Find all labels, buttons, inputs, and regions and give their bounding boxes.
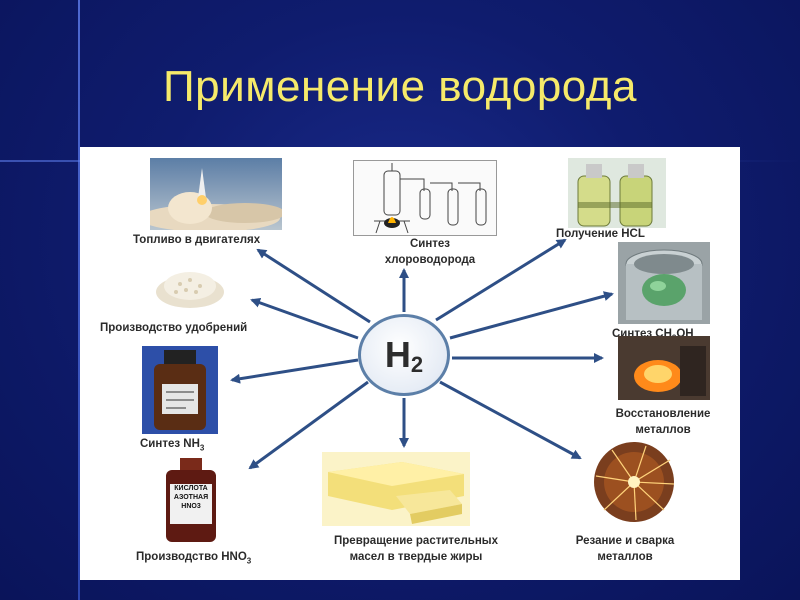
arrow-fertilizer	[250, 297, 359, 340]
label-metal-reduction-line2: металлов	[635, 424, 691, 436]
label-nh3-pre: Синтез NH	[140, 438, 200, 450]
arrow-hcl-get	[435, 238, 567, 322]
label-hcl-synth-line2: хлороводорода	[384, 254, 476, 266]
arrow-hno3	[248, 380, 369, 470]
label-cutting-line1: Резание и сварка	[575, 535, 675, 547]
methanol-tank-image	[618, 242, 710, 324]
butter-image	[322, 452, 470, 526]
arrow-fuel	[256, 248, 371, 324]
label-fat-line2: масел в твердые жиры	[349, 551, 483, 563]
fertilizer-image	[150, 256, 232, 312]
hydrogen-symbol: H	[384, 334, 411, 375]
label-fuel: Топливо в двигателях	[133, 234, 261, 246]
label-hno3-sub: 3	[246, 556, 252, 566]
arrow-nh3	[230, 358, 359, 384]
label-fertilizer: Производство удобрений	[100, 322, 248, 334]
label-metal-reduction-line1: Восстановление	[615, 408, 711, 420]
bottles-image	[568, 158, 666, 228]
welding-sparks-image	[584, 440, 684, 524]
arrow-ch3oh	[449, 291, 614, 340]
bottle-label-line1: КИСЛОТА	[174, 485, 208, 492]
label-nh3-sub: 3	[199, 443, 205, 453]
label-cutting-line2: металлов	[597, 551, 653, 563]
label-hcl-synth-line1: Синтез	[409, 238, 451, 250]
rocket-launch-image	[150, 158, 282, 230]
label-nh3: Синтез NH3	[140, 436, 204, 456]
label-hno3: Производство HNO3	[136, 549, 251, 569]
bottle-label: КИСЛОТА АЗОТНАЯ HNO3	[170, 484, 212, 511]
hydrogen-subscript: 2	[410, 352, 424, 377]
nitric-acid-bottle-image: КИСЛОТА АЗОТНАЯ HNO3	[158, 456, 224, 546]
decorative-vertical-line	[78, 0, 80, 600]
bottle-label-line2: АЗОТНАЯ	[173, 494, 209, 501]
furnace-image	[618, 336, 710, 400]
arrow-cutting	[439, 380, 582, 460]
label-fat-line1: Превращение растительных	[334, 535, 498, 547]
ammonia-bottle-image	[142, 346, 218, 434]
label-hcl-get: Получение HCL	[556, 228, 645, 240]
apparatus-image	[353, 160, 497, 236]
bottle-label-line3: HNO3	[181, 503, 201, 510]
label-hno3-pre: Производство HNO	[136, 551, 247, 563]
slide-title: Применение водорода	[163, 62, 637, 111]
